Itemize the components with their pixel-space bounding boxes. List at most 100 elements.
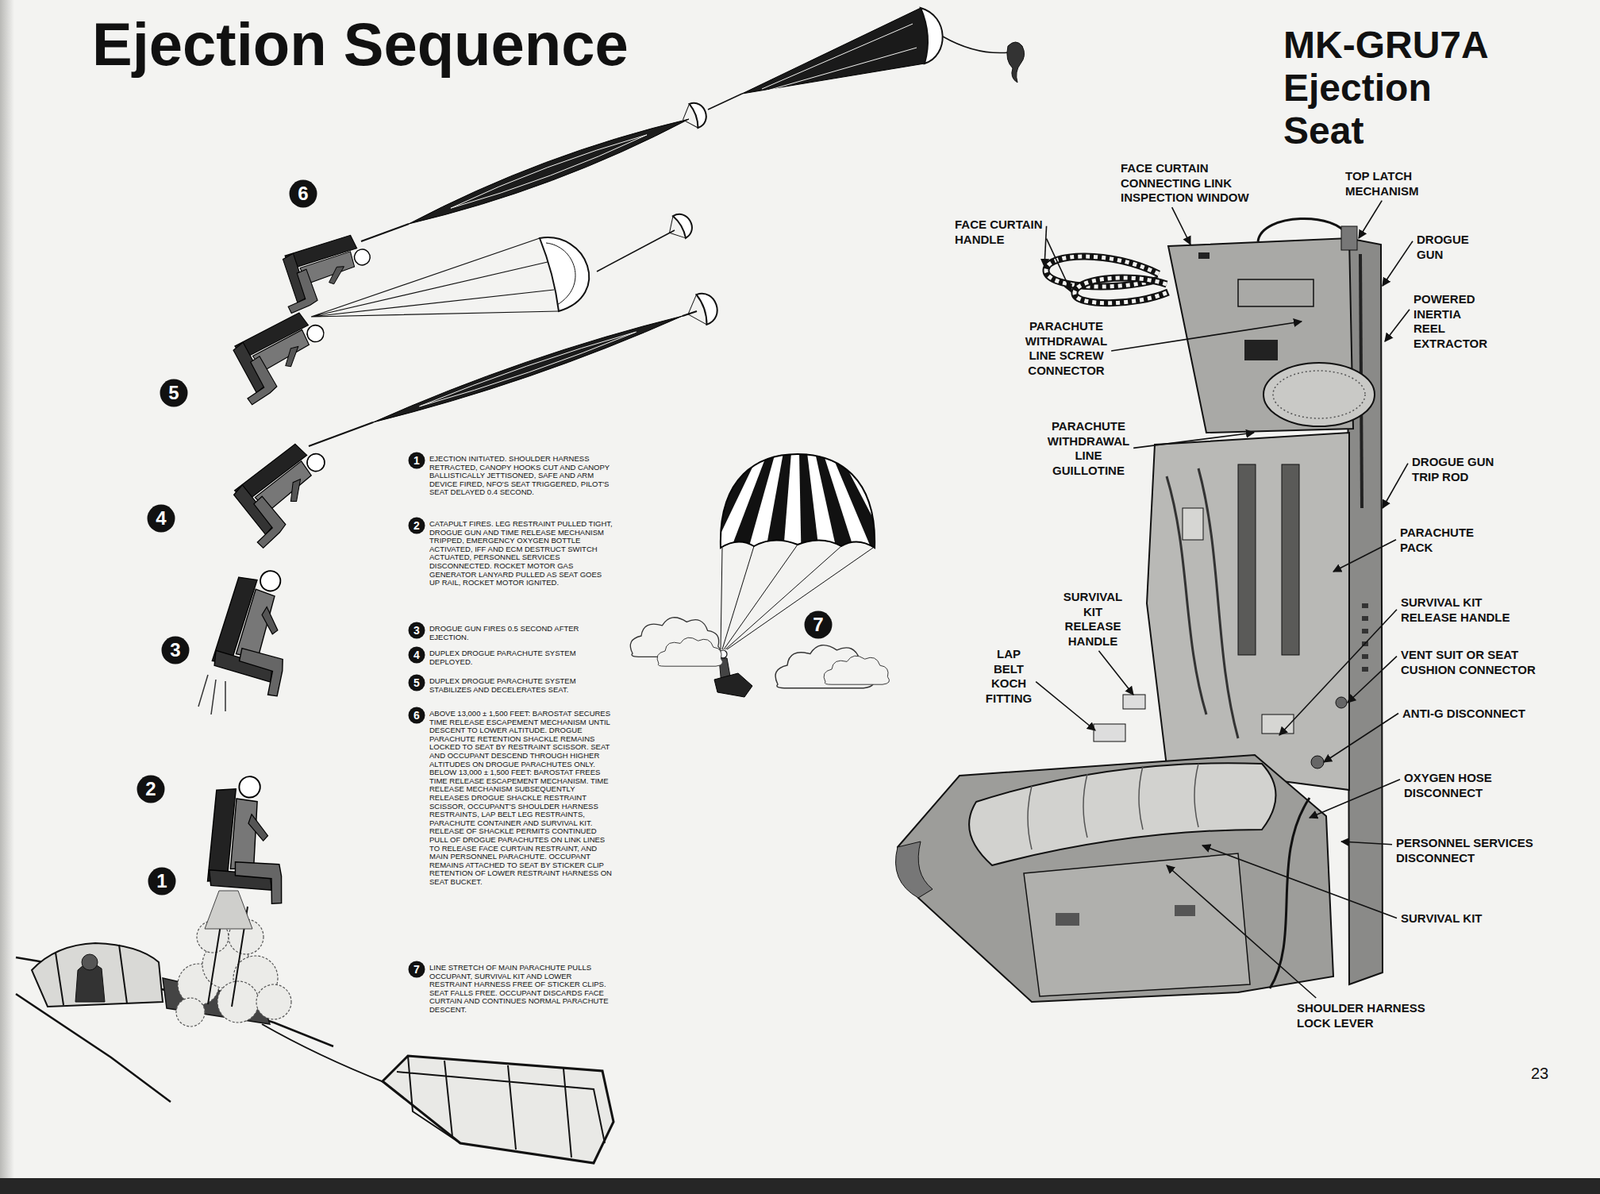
kit-latch [1174,904,1196,916]
occupant-legs [230,644,290,698]
rail-hole [1361,653,1369,659]
occupant-arm [280,345,305,369]
part-label: DROGUE GUN [1416,232,1485,262]
callout-disc [408,622,426,639]
callout-disc [289,180,318,208]
leader-line [1111,321,1302,351]
face-curtain-handle [1074,277,1169,304]
callout-digit: 6 [413,709,420,721]
part-label: PARACHUTE PACK [1400,525,1488,555]
part-label-text: DROGUE GUN TRIP ROD [1411,454,1494,484]
callout-number: 7 [407,960,426,978]
step-description: EJECTION INITIATED. SHOULDER HARNESS RET… [429,454,614,497]
cloud-outline [823,655,890,685]
part-label-text: ANTI-G DISCONNECT [1402,706,1526,720]
vent-connector [1335,696,1347,708]
callout-digit: 3 [169,640,181,660]
occupant-arm [257,606,285,636]
canopy-lanyard [261,1023,386,1083]
callout-number: 5 [407,673,426,692]
callout-number: 3 [161,635,190,665]
leader-line [1333,539,1397,572]
leader-line [1323,713,1399,763]
leader-line [1133,432,1254,448]
drogue-canopy [663,209,697,244]
occupant-legs [280,268,320,314]
inspection-window [1198,252,1210,259]
seat-figure [223,306,339,405]
part-label-text: PARACHUTE WITHDRAWAL LINE SCREW CONNECTO… [1025,319,1108,377]
callout-number: 2 [136,774,166,804]
occupant-arm [325,265,348,285]
anti-g-fitting [1311,755,1324,769]
rocket-flame [198,674,226,715]
callout-digit: 5 [168,383,179,403]
step-description: LINE STRETCH OF MAIN PARACHUTE PULLS OCC… [429,963,614,1015]
canopy-frame [396,1055,605,1158]
kit-latch [1055,912,1080,926]
callout-disc [408,452,426,470]
callout-disc [408,674,426,692]
section-heading: MK-GRU7A Ejection Seat [1283,23,1506,153]
part-label-text: TOP LATCH MECHANISM [1345,169,1420,198]
top-arch [1257,218,1348,242]
occupant-helmet [352,247,372,267]
callout-digit: 1 [156,871,167,891]
occupant-legs [237,494,289,549]
part-label-text: FACE CURTAIN CONNECTING LINK INSPECTION … [1120,161,1250,204]
step-description: DUPLEX DROGUE PARACHUTE SYSTEM DEPLOYED. [429,649,614,666]
callout-number: 6 [288,179,318,208]
suspension-lines [720,544,874,650]
callout-disc [160,379,189,408]
callout-number: 4 [146,503,176,533]
top-latch [1341,226,1358,250]
canopy-dome [689,100,711,128]
release-handle [1261,714,1294,734]
leader-line [1098,650,1134,695]
callout-disc [804,611,833,639]
occupant-legs [230,857,287,905]
drogue-riser [361,223,409,242]
rail-hole [1361,615,1369,621]
part-label: SURVIVAL KIT RELEASE HANDLE [1400,595,1528,625]
callout-digit: 2 [413,519,420,531]
callout-digit: 5 [413,676,420,689]
rail-hole [1361,628,1369,634]
part-label-text: PARACHUTE WITHDRAWAL LINE GUILLOTINE [1047,419,1130,477]
leader-line [1309,779,1400,818]
drogue-riser [596,230,675,272]
face-curtain-stripes [1074,277,1169,304]
callout-digit: 7 [413,963,420,975]
occupant-helmet [303,450,329,475]
page-number-text: 23 [1530,1064,1549,1082]
callout-number: 2 [407,516,426,535]
seat-figure [223,434,347,549]
fuselage-side [15,993,171,1102]
part-label-text: LAP BELT KOCH FITTING [985,646,1032,705]
riser-lines [663,215,686,244]
callout-disc [408,646,426,664]
section-heading-text: MK-GRU7A Ejection Seat [1283,23,1488,152]
part-label: TOP LATCH MECHANISM [1345,169,1441,199]
part-label: PARACHUTE WITHDRAWAL LINE GUILLOTINE [1042,419,1135,478]
callout-disc [148,867,177,896]
main-parachute-bundle [742,7,930,94]
callout-disc [408,517,426,535]
smoke-puff [256,984,292,1020]
leader-line [1358,200,1382,239]
leader-line [1279,609,1397,735]
bundle-fold [419,331,637,407]
page-title: Ejection Sequence [92,9,629,79]
drogue-riser [308,422,374,447]
smoke-puff [217,980,259,1023]
step-description: DUPLEX DROGUE PARACHUTE SYSTEM STABILIZE… [429,676,614,694]
part-label: SURVIVAL KIT [1400,911,1528,927]
part-label: SURVIVAL KIT RELEASE HANDLE [1057,589,1129,649]
deployment-bag [1007,42,1025,83]
part-label: PARACHUTE WITHDRAWAL LINE SCREW CONNECTO… [1020,319,1112,378]
parachute-pack [1146,432,1350,790]
bundle-fold [419,331,637,407]
bundle-fold [450,134,647,208]
rocket-plume [204,890,253,929]
riser-lines [678,103,698,132]
